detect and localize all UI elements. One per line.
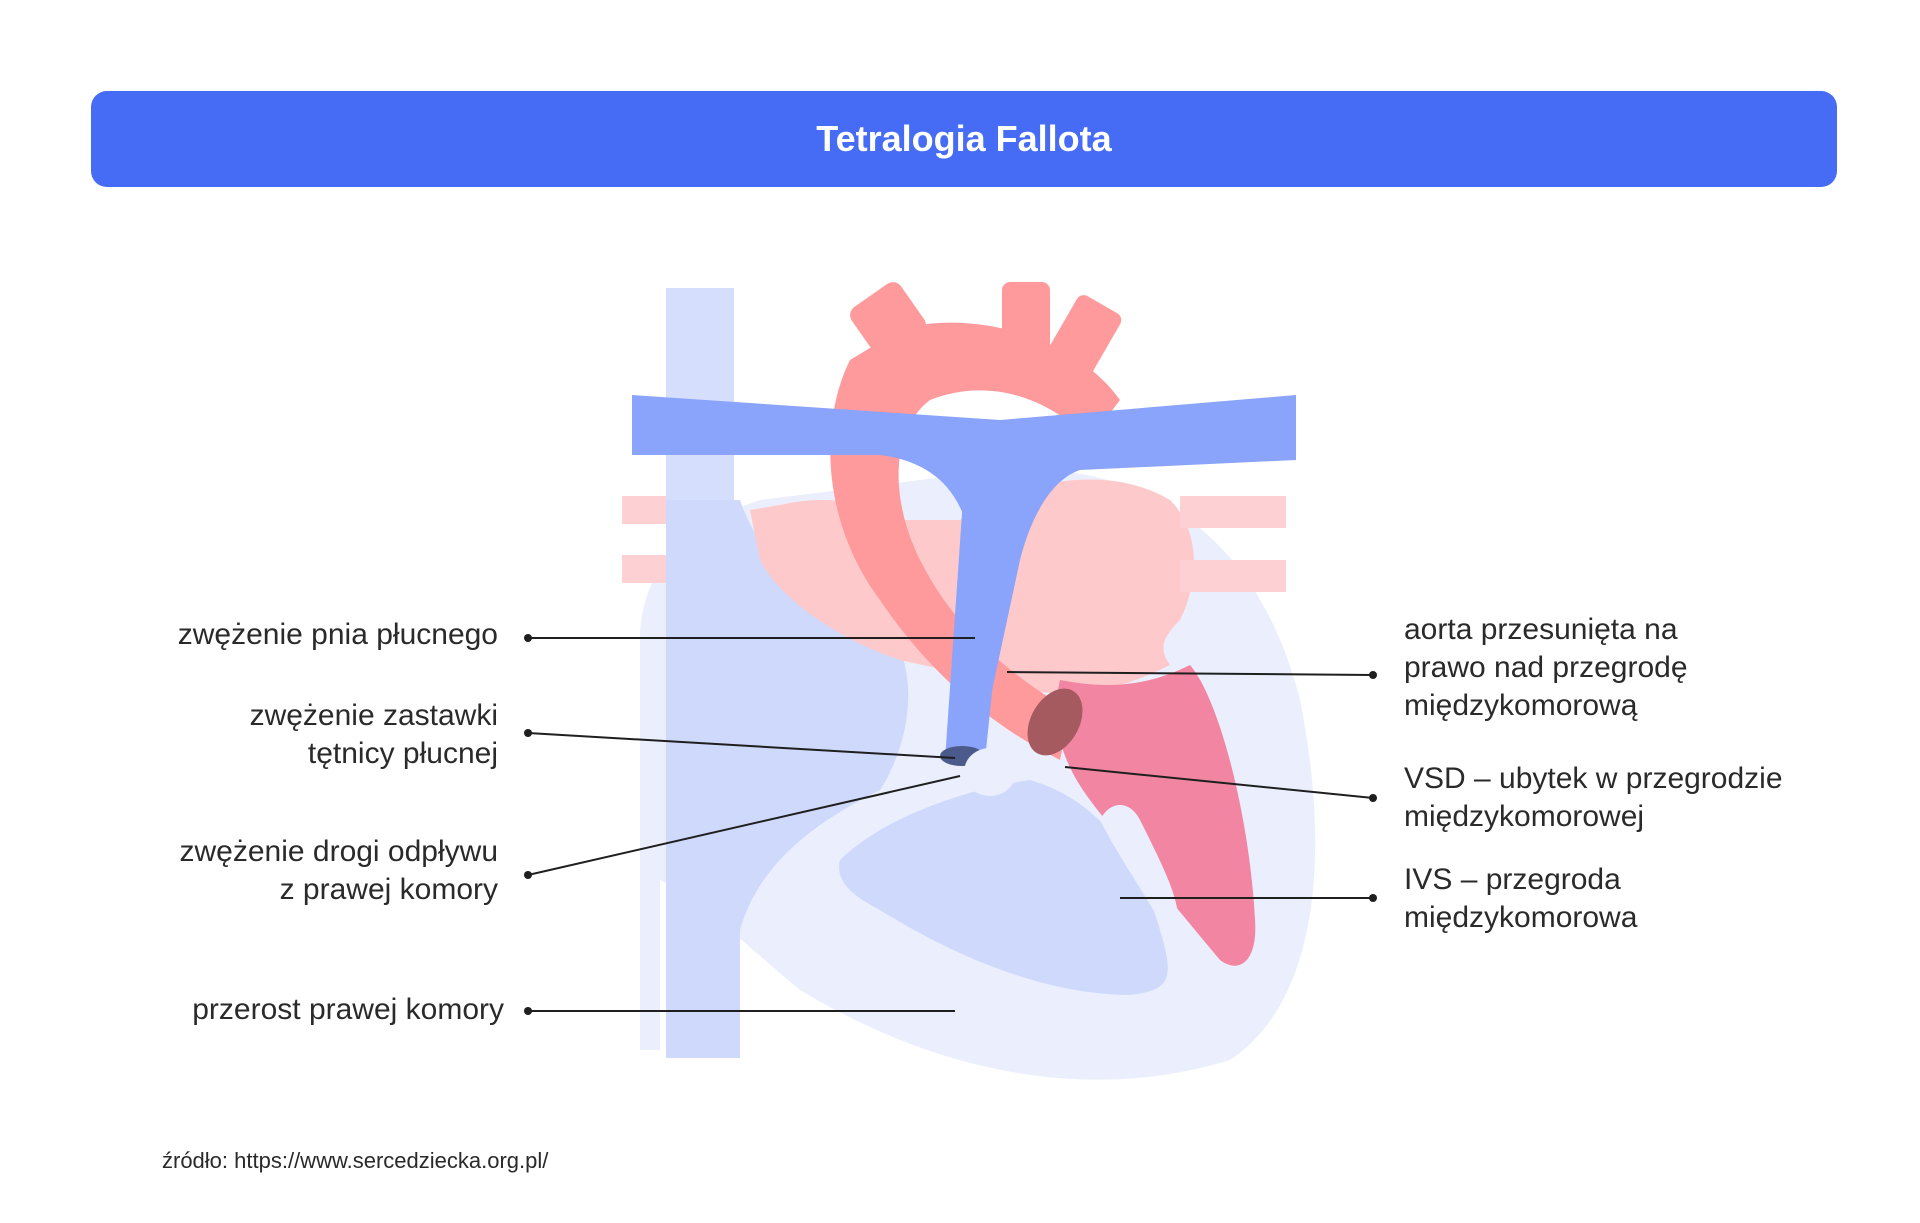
leader-lines: [527, 637, 1374, 1012]
vsd-defect: [1027, 688, 1083, 756]
dot-pulmonary-trunk: [524, 634, 532, 642]
dot-pulmonary-valve: [524, 729, 532, 737]
dot-vsd: [1369, 794, 1377, 802]
rvot-pale-oval: [964, 748, 1016, 796]
label-pulmonary-trunk-stenosis: zwężenie pnia płucnego: [177, 618, 498, 651]
label-pulmonary-valve-stenosis: zwężenie zastawki tętnicy płucnej: [249, 699, 498, 770]
source-footnote: źródło: https://www.sercedziecka.org.pl/: [162, 1148, 549, 1173]
leader-rvot: [527, 775, 961, 876]
label-overriding-aorta: aorta przesunięta na prawo nad przegrodę…: [1404, 613, 1688, 722]
label-vsd: VSD – ubytek w przegrodzie międzykomorow…: [1404, 762, 1783, 833]
diagram-title: Tetralogia Fallota: [816, 118, 1112, 159]
right-ventricle: [839, 780, 1168, 995]
ventricular-septum: [1100, 805, 1179, 940]
dot-ivs: [1369, 894, 1377, 902]
aortic-branch-2: [1002, 282, 1050, 352]
pulmonary-vein-left-2: [622, 555, 666, 583]
title-banner: Tetralogia Fallota: [91, 91, 1837, 187]
aortic-branch-3: [1048, 295, 1122, 375]
aortic-branch-1: [850, 282, 926, 358]
leader-overriding-aorta: [1006, 671, 1374, 676]
dot-rvot: [524, 871, 532, 879]
pulmonary-trunk: [945, 470, 1015, 760]
right-atrium: [666, 500, 909, 1058]
label-ivs: IVS – przegroda międzykomorowa: [1404, 863, 1638, 934]
label-rv-hypertrophy: przerost prawej komory: [192, 993, 504, 1026]
label-rvot-stenosis: zwężenie drogi odpływu z prawej komory: [179, 835, 498, 906]
pulmonary-vein-left-1: [622, 496, 666, 524]
leader-pulmonary-valve: [527, 732, 956, 759]
dot-overriding-aorta: [1369, 671, 1377, 679]
leader-vsd: [1064, 766, 1374, 799]
pulmonary-vein-right-2: [1180, 560, 1286, 592]
pulmonary-vein-right-1: [1180, 496, 1286, 528]
left-ventricle: [1056, 665, 1256, 966]
leader-dots: [524, 634, 1377, 1015]
dot-rv-hypertrophy: [524, 1007, 532, 1015]
